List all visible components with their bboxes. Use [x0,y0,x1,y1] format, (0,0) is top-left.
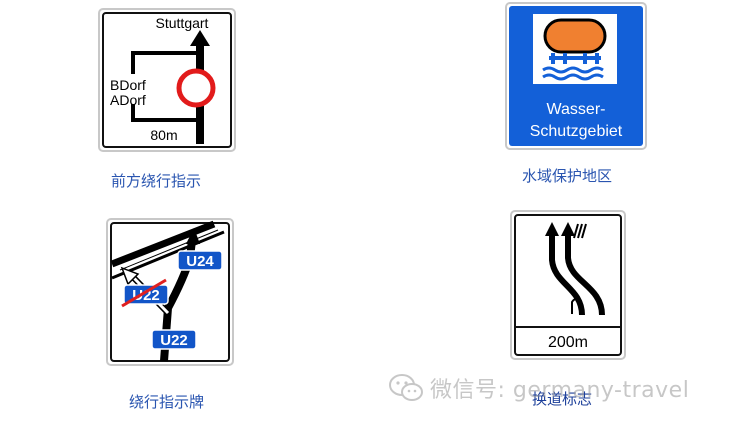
lane-change-sign: 200m [510,210,626,360]
village-b-label: BDorf [110,77,146,93]
detour-route-sign: U24 U22 U22 [106,218,234,366]
sign-caption-detour-route: 绕行指示牌 [129,393,205,411]
destination-label: Stuttgart [156,15,209,31]
water-protection-sign: Wasser- Schutzgebiet [505,2,647,150]
distance-label: 80m [150,127,177,143]
lane-distance-label: 200m [548,334,588,351]
wechat-icon [389,374,423,401]
route-u22-closed-label: U22 [132,287,160,304]
route-u24-label: U24 [186,253,214,270]
detour-ahead-sign: Stuttgart BDorf ADorf 80m [98,8,236,152]
wechat-watermark: 微信号: germany-travel [388,372,689,404]
watermark-text: 微信号: germany-travel [430,378,690,403]
sign-caption-water: 水域保护地区 [522,167,613,185]
sign-caption-lane-change: 换道标志 [532,390,593,408]
sign-caption-detour: 前方绕行指示 [111,172,202,190]
water-line-2: Schutzgebiet [530,123,623,140]
village-a-label: ADorf [110,92,146,108]
route-u22-origin-label: U22 [160,332,188,349]
water-line-1: Wasser- [547,101,606,118]
